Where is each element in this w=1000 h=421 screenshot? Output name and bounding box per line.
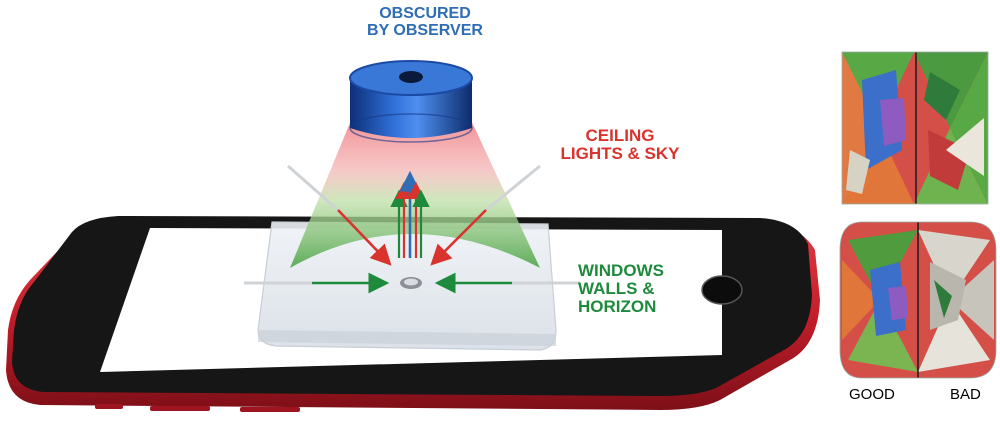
diamond-icon xyxy=(400,277,422,289)
label-line: BY OBSERVER xyxy=(367,21,483,39)
label-line: CEILING xyxy=(585,126,655,145)
label-ceiling-lights-sky: CEILING LIGHTS & SKY xyxy=(560,127,680,163)
incoming-light-arrows xyxy=(244,164,580,294)
label-line: WALLS & xyxy=(578,278,655,298)
label-line: WINDOWS xyxy=(578,261,664,280)
label-obscured-by-observer: OBSCURED BY OBSERVER xyxy=(340,5,510,40)
aset-scope-icon xyxy=(349,60,473,143)
label-line: OBSCURED xyxy=(379,5,471,22)
label-line: HORIZON xyxy=(578,296,657,316)
reflected-light-arrows xyxy=(390,170,430,258)
princess-cut-aset-image xyxy=(841,51,989,205)
cushion-cut-aset-image xyxy=(839,221,997,379)
label-bad: BAD xyxy=(950,386,981,403)
label-line: LIGHTS & SKY xyxy=(560,143,680,163)
label-good: GOOD xyxy=(849,386,895,403)
label-windows-walls-horizon: WINDOWS WALLS & HORIZON xyxy=(578,262,688,316)
